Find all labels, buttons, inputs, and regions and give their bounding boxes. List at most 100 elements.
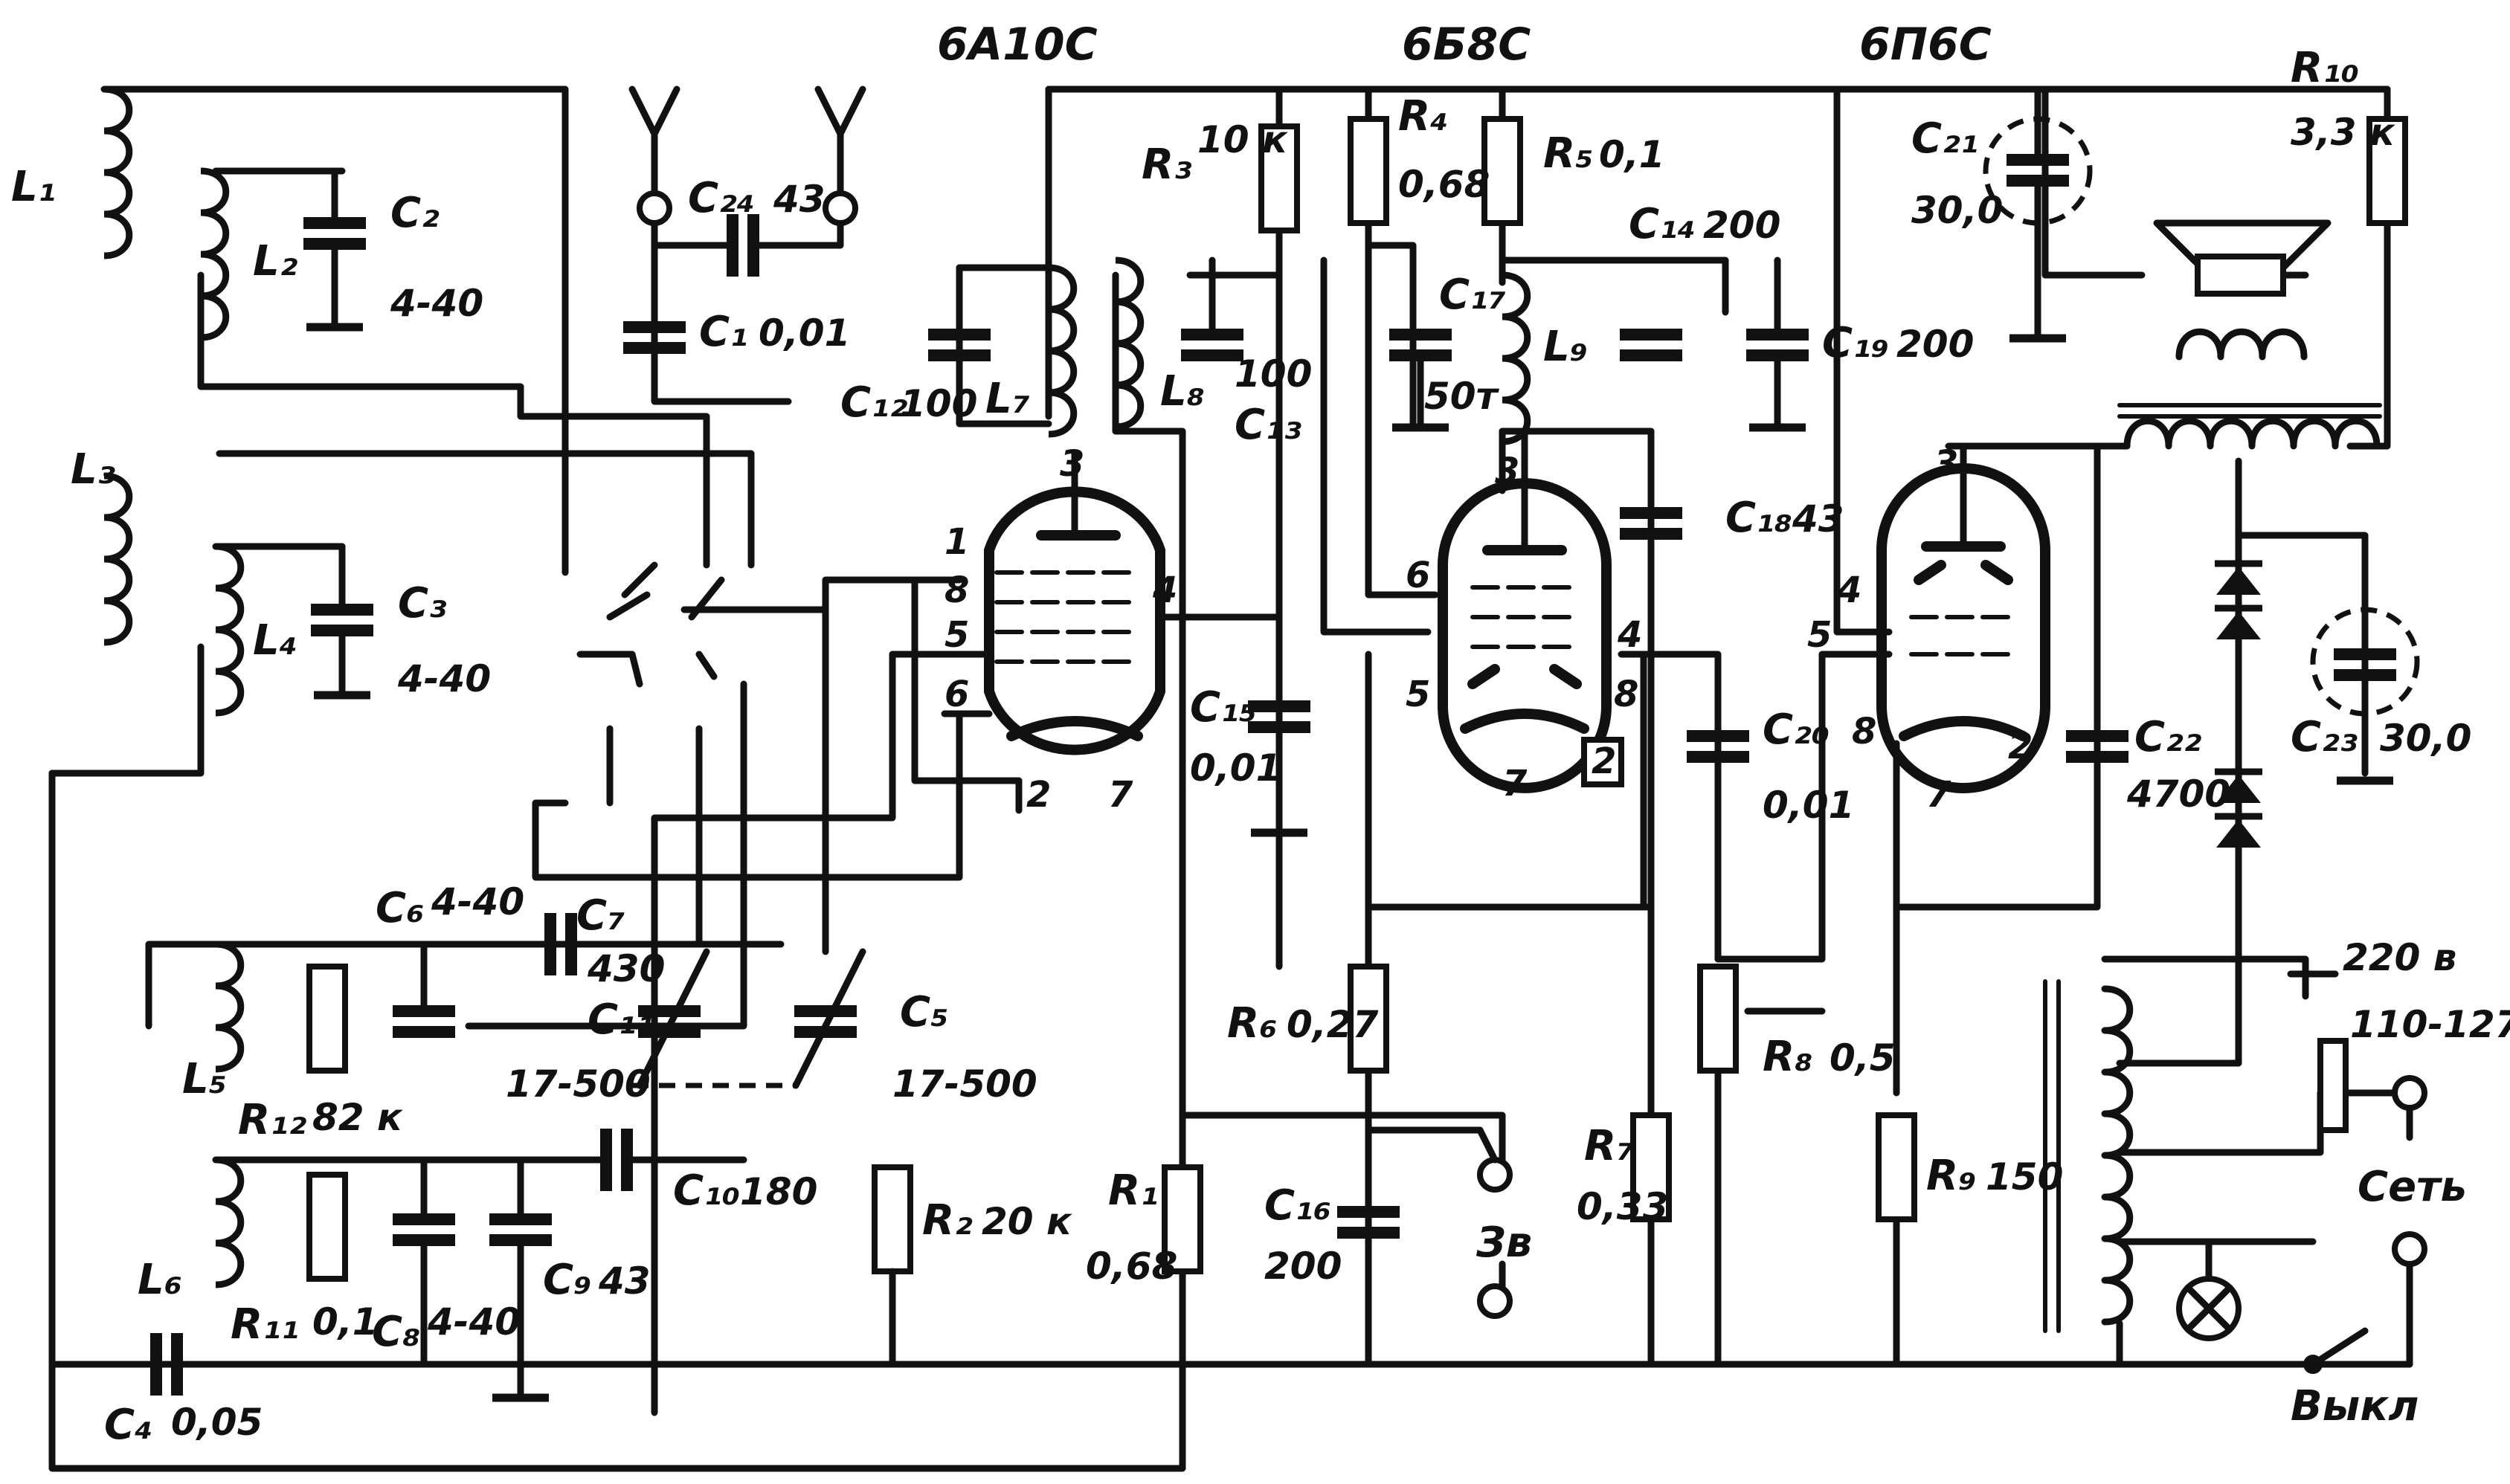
tube-label-2: 6Б8С: [1402, 19, 1531, 71]
label-C12: C₁₂: [840, 378, 908, 427]
label-C5: C₅: [900, 988, 949, 1036]
label-C7: C₇: [576, 891, 625, 940]
resistor-R4: [1351, 119, 1386, 223]
coil-L4: [216, 546, 241, 713]
pin-3-t3: 3: [1934, 443, 1958, 485]
capacitor-C23: [2310, 607, 2420, 781]
value-C23: 30,0: [2380, 717, 2471, 760]
pin-3-t1: 3: [1060, 443, 1084, 485]
capacitor-C6: [393, 941, 455, 1032]
tube-6B8C: [1438, 428, 1624, 793]
coil-L7: [1049, 268, 1074, 434]
value-C16: 200: [1264, 1245, 1342, 1288]
value-C19: 200: [1896, 323, 1974, 366]
capacitor-C19: [1746, 257, 1809, 428]
value-C9: 43: [598, 1259, 651, 1303]
label-R10: R₁₀: [2291, 44, 2359, 92]
label-L3: L₃: [71, 445, 115, 494]
label-R7: R₇: [1584, 1122, 1635, 1170]
label-C21: C₂₁: [1911, 114, 1978, 163]
pin-8-t3: 8: [1852, 711, 1876, 752]
value-C5: 17-500: [892, 1062, 1037, 1106]
label-C24: C₂₄: [688, 174, 755, 222]
resistor-R8: [1700, 967, 1826, 1071]
component-labels: L₁ L₂ C₂ 4-40 L₃ L₄ C₃ 4-40 C₂₄ 43 C₁ 0,…: [11, 44, 2510, 1449]
label-C6: C₆: [376, 884, 425, 932]
tube-6A10C: [984, 450, 1165, 755]
pin-2-t2: 2: [1592, 741, 1616, 782]
value-C22: 4700: [2126, 772, 2230, 816]
value-C14: 200: [1703, 204, 1780, 247]
label-L1: L₁: [11, 163, 56, 211]
pin-7-t1: 7: [1108, 774, 1133, 816]
label-C3: C₃: [398, 579, 447, 628]
antenna-icon: [628, 86, 866, 226]
capacitor-C24: [733, 214, 753, 277]
label-R2: R₂: [922, 1196, 973, 1245]
value-C12: 100: [900, 382, 977, 425]
value-C3: 4-40: [397, 657, 491, 700]
label-mains-220: 220 в: [2343, 936, 2456, 979]
capacitor-C3: [311, 543, 373, 695]
pin-8-t2: 8: [1614, 674, 1638, 715]
label-R12: R₁₂: [238, 1096, 307, 1144]
coil-L6: [216, 1160, 241, 1285]
value-R2: 20 к: [982, 1200, 1072, 1243]
value-R1: 0,68: [1086, 1245, 1177, 1288]
value-R7: 0,33: [1577, 1185, 1668, 1228]
label-net: Сеть: [2358, 1163, 2467, 1211]
label-L2: L₂: [253, 237, 298, 285]
coil-L8: [1116, 260, 1141, 427]
value-C4: 0,05: [171, 1401, 263, 1444]
value-C20: 0,01: [1763, 784, 1854, 827]
label-R9: R₉: [1926, 1152, 1977, 1200]
capacitor-C9: [489, 1156, 552, 1398]
mains-socket: [2287, 970, 2427, 1267]
label-C11: C₁₁: [588, 996, 654, 1044]
label-mains-110: 110-127в: [2350, 1003, 2510, 1046]
label-R1: R₁: [1108, 1167, 1159, 1215]
capacitor-C2: [303, 167, 366, 327]
coil-L1: [104, 89, 129, 256]
pin-7-t3: 7: [1926, 774, 1951, 816]
label-switch: Выкл: [2291, 1382, 2419, 1430]
value-C8: 4-40: [427, 1300, 521, 1343]
value-C10: 180: [740, 1170, 817, 1213]
value-R5: 0,1: [1599, 133, 1665, 176]
coil-L5: [216, 944, 241, 1069]
label-C10: C₁₀: [673, 1167, 740, 1215]
value-R12: 82 к: [312, 1096, 403, 1139]
capacitor-C5: [632, 948, 866, 1089]
capacitor-C14: [1620, 335, 1682, 355]
label-L7: L₇: [985, 375, 1030, 423]
power-switch: [2303, 1327, 2369, 1374]
label-R3: R₃: [1142, 141, 1192, 189]
pin-5-t1: 5: [945, 614, 969, 656]
pin-4-t3: 4: [1836, 570, 1861, 611]
pin-2-t3: 2: [2008, 726, 2033, 767]
label-C2: C₂: [390, 189, 440, 237]
label-C17: C₁₇: [1439, 271, 1506, 319]
label-L5: L₅: [182, 1055, 227, 1103]
label-C8: C₈: [372, 1308, 421, 1356]
capacitor-C17: [1389, 335, 1452, 428]
label-C18: C₁₈: [1725, 494, 1792, 542]
value-C18: 43: [1792, 497, 1844, 541]
label-L8: L₈: [1160, 367, 1205, 416]
tube-6P6C: [1876, 442, 2050, 793]
pin-5-t3: 5: [1807, 614, 1832, 656]
value-C17: 50т: [1424, 375, 1500, 418]
pin-3-t2: 3: [1495, 451, 1519, 492]
capacitor-C11: [638, 948, 710, 1089]
coil-L2: [201, 171, 226, 338]
label-C15: C₁₅: [1190, 683, 1257, 732]
value-R4: 0,68: [1398, 163, 1490, 206]
output-transformer: [2117, 328, 2382, 450]
pin-1-t1: 1: [945, 521, 969, 563]
label-L9: L₉: [1543, 323, 1588, 371]
capacitor-C10: [212, 1129, 747, 1191]
value-C6: 4-40: [431, 880, 524, 923]
value-C21: 30,0: [1911, 189, 2003, 232]
pin-7-t2: 7: [1502, 763, 1528, 804]
